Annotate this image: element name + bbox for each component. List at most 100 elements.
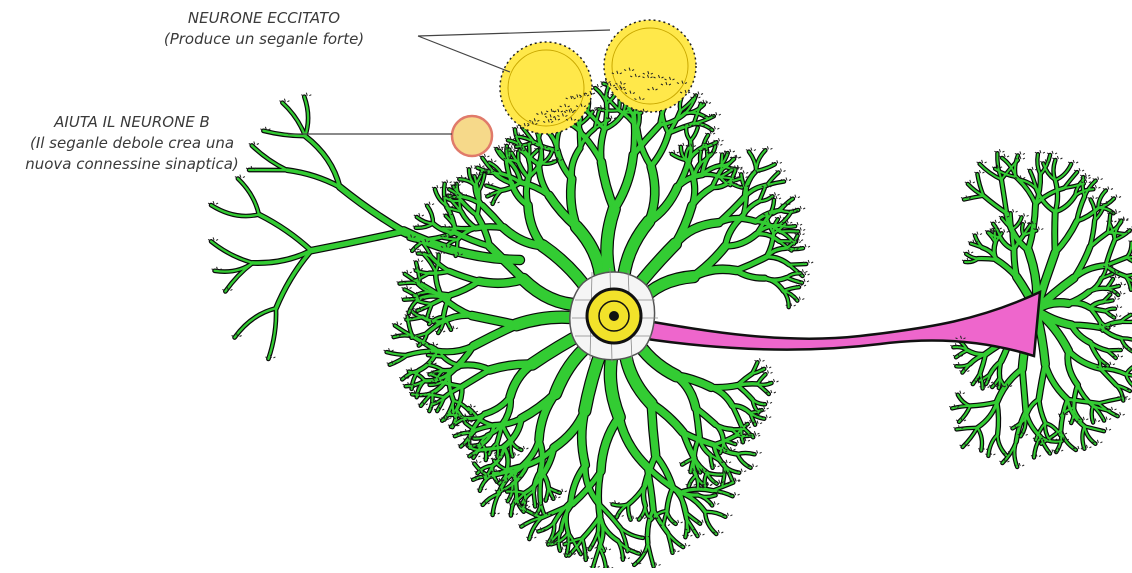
dendrite-branch — [472, 316, 517, 325]
dendrite-outline — [235, 308, 276, 337]
dendrite-tip — [1116, 282, 1126, 285]
dendrite-branch — [473, 325, 516, 346]
dendrite-branch — [738, 384, 758, 386]
dendrite-tip — [701, 101, 711, 104]
dendrite-branch — [997, 402, 999, 434]
dendrite-branch — [700, 152, 701, 163]
dendrite-branch — [649, 166, 655, 221]
dendrite-branch — [340, 187, 404, 231]
dendrite-tip — [1111, 195, 1121, 198]
dendrite-branch — [721, 155, 722, 170]
dendrite-branch — [736, 257, 766, 271]
dendrite-branch — [694, 269, 737, 276]
dendrite-branch — [732, 429, 744, 430]
dendrite-branch — [497, 443, 498, 457]
dendrite-branch — [476, 227, 504, 228]
dendrite-tip — [963, 250, 973, 253]
dendrite-tip — [755, 358, 765, 361]
dendrite-tip — [1074, 168, 1084, 171]
dendrite-branch — [1055, 221, 1077, 253]
dendrite-tip — [800, 244, 810, 247]
dendrite-tip — [999, 154, 1009, 157]
dendrite-branch — [601, 162, 614, 209]
dendrite-tip — [1019, 213, 1029, 216]
dendrite-tip — [466, 404, 476, 407]
dendrite-tip — [669, 150, 679, 153]
dendrite-branch — [463, 418, 478, 419]
dendrite-tip — [762, 146, 772, 149]
dendrite-tip — [235, 175, 245, 178]
dendrite-tip — [772, 160, 782, 163]
label-excited-neuron: NEURONE ECCITATO (Produce un seganle for… — [132, 8, 396, 50]
dendrite-tip — [795, 227, 805, 230]
dendrite-tip — [392, 322, 402, 325]
dendrite-tip — [990, 220, 1000, 223]
dendrite-tip — [759, 406, 769, 409]
dendrite-tip — [1035, 150, 1045, 153]
dendrite-branch — [789, 264, 806, 265]
axon — [630, 292, 1040, 356]
dendrite-tip — [781, 178, 791, 181]
dendrite-outline — [282, 103, 305, 136]
label-help-neuron-b: AIUTA IL NEURONE B (Il seganle debole cr… — [0, 112, 264, 175]
dendrite-tip — [738, 170, 748, 173]
dendrite-outline — [1055, 164, 1071, 180]
dendrite-branch — [738, 385, 753, 399]
dendrite-tip — [746, 148, 756, 151]
dendrite-outline — [211, 241, 253, 263]
dendrite-tip — [442, 180, 452, 183]
dendrite-branch — [456, 228, 476, 229]
dendrite-branch — [404, 299, 419, 300]
dendrite-branch — [462, 370, 490, 387]
weak-signal — [452, 116, 492, 156]
dendrite-tip — [725, 149, 735, 152]
dendrite-tip — [795, 206, 805, 209]
dendrite-branch — [978, 259, 996, 260]
dendrite-tip — [432, 185, 442, 188]
excited-neuron-title: NEURONE ECCITATO — [132, 8, 396, 29]
dendrite-tip — [776, 169, 786, 172]
dendrite-branch — [311, 231, 403, 250]
dendrite-tip — [769, 379, 779, 382]
dendrite-branch — [479, 279, 523, 283]
dendrite-tip — [208, 237, 218, 240]
dendrite-tip — [693, 92, 703, 95]
dendrite-tip — [714, 138, 724, 141]
dendrite-tip — [592, 84, 602, 87]
help-neuron-b-line2: (Il seganle debole crea una — [0, 133, 264, 154]
dendrite-tip — [999, 229, 1009, 232]
help-neuron-b-title: AIUTA IL NEURONE B — [0, 112, 264, 133]
dendrite-branch — [651, 404, 655, 456]
dendrite-branch — [443, 228, 456, 229]
dendrite-tip — [775, 215, 785, 218]
excited-neuron-subtitle: (Produce un seganle forte) — [132, 29, 396, 50]
dendrite-tip — [1047, 151, 1057, 154]
dendrite-tip — [494, 145, 504, 148]
dendrite-tip — [424, 202, 434, 205]
nucleus — [587, 289, 641, 343]
dendrite-tip — [762, 400, 772, 403]
dendrite-tip — [761, 365, 771, 368]
strong-signal-2 — [604, 20, 696, 112]
dendrite-tip — [977, 160, 987, 163]
dendrite-tip — [1068, 160, 1078, 163]
dendrite-tip — [1112, 305, 1122, 308]
dendrite-tip — [402, 270, 412, 273]
dendrite-tip — [1103, 187, 1113, 190]
dendrite-tip — [974, 170, 984, 173]
dendrite-tip — [790, 195, 800, 198]
dendrite-tip — [301, 93, 311, 96]
dendrite-tip — [1027, 167, 1037, 170]
dendrite-tip — [803, 260, 813, 263]
dendrite-tip — [1015, 151, 1025, 154]
dendrite-outline — [238, 179, 259, 215]
dendrite-tip — [1052, 156, 1062, 159]
dendrite-tip — [1088, 196, 1098, 199]
dendrite-tip — [770, 192, 780, 195]
dendrite-tip — [792, 222, 802, 225]
dendrite-tip — [711, 112, 721, 115]
dendrite-branch — [1014, 250, 1017, 277]
dendrite-tip — [414, 213, 424, 216]
